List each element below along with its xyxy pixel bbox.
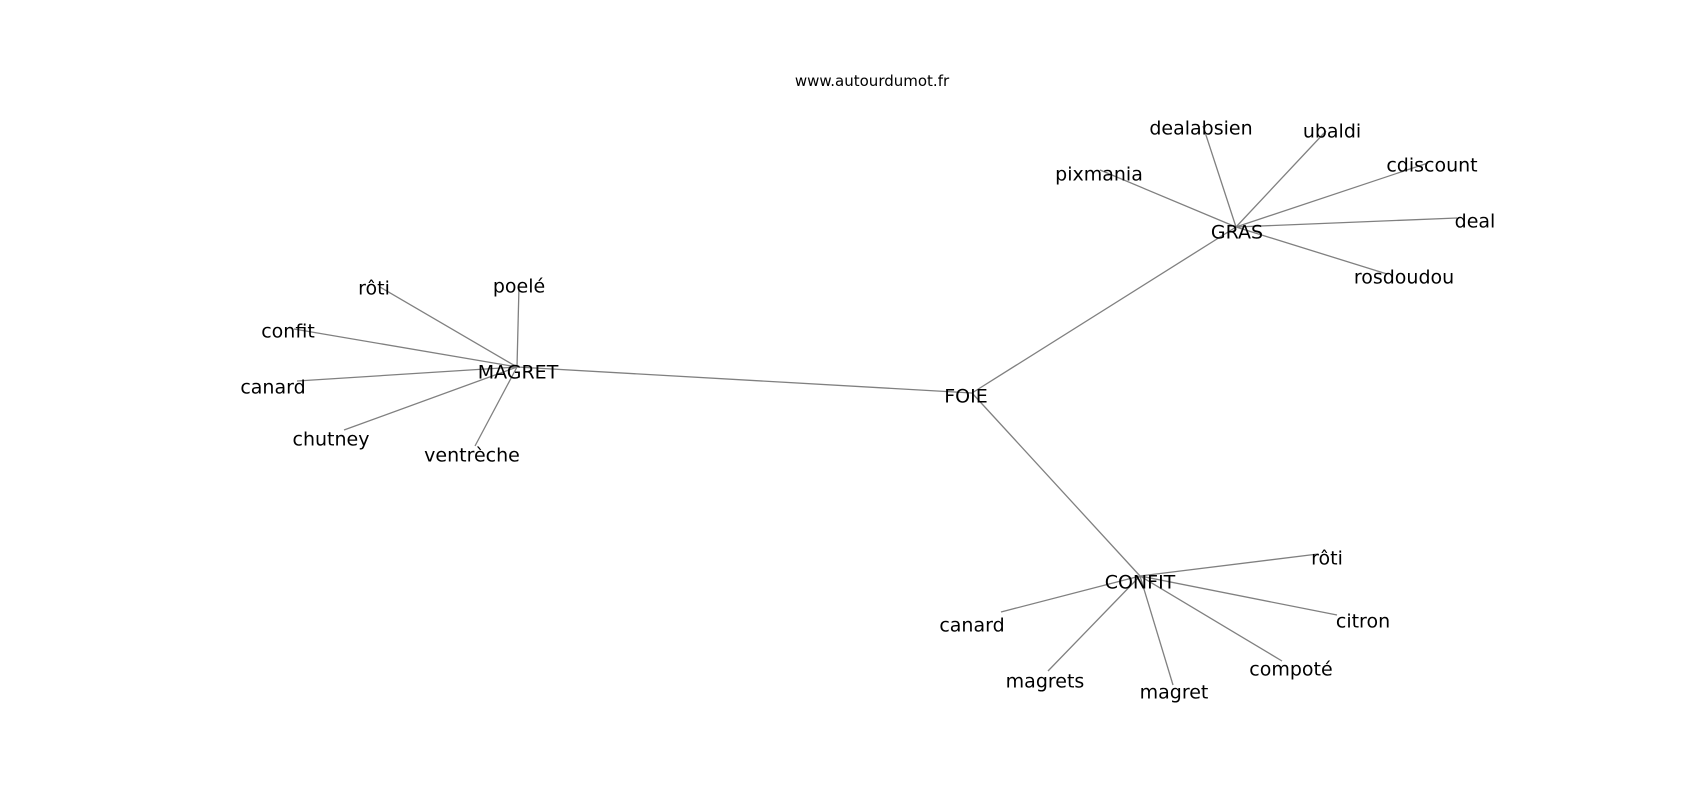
edge-magret-leaf-0: [379, 286, 518, 368]
edge-gras-leaf-0: [1202, 125, 1237, 228]
edge-magret-leaf-1: [516, 285, 520, 368]
edges-layer: [293, 125, 1458, 686]
edge-gras-leaf-1: [1235, 130, 1327, 228]
labels-layer: FOIE MAGRET rôti poelé confit canard chutney ve…: [240, 118, 1495, 704]
edge-foie-confit: [971, 392, 1141, 577]
node-magret-leaf-3: canard: [240, 377, 305, 399]
node-confit-leaf-0: rôti: [1311, 548, 1343, 570]
edge-magret-leaf-4: [343, 366, 518, 431]
edge-confit-leaf-0: [1139, 553, 1319, 577]
node-confit-leaf-4: magrets: [1006, 671, 1085, 693]
node-confit-leaf-5: magret: [1140, 682, 1209, 704]
node-confit-leaf-2: canard: [939, 615, 1004, 637]
node-gras: GRAS: [1211, 222, 1263, 244]
node-gras-leaf-4: deal: [1455, 211, 1496, 233]
node-magret: MAGRET: [478, 362, 559, 384]
edge-gras-leaf-5: [1235, 226, 1388, 275]
edge-confit-leaf-1: [1139, 575, 1338, 616]
node-gras-leaf-1: ubaldi: [1303, 121, 1361, 143]
node-gras-leaf-3: cdiscount: [1386, 155, 1477, 177]
node-confit: CONFIT: [1105, 572, 1176, 594]
edge-confit-leaf-5: [1139, 575, 1174, 686]
edge-gras-leaf-4: [1235, 217, 1458, 228]
node-magret-leaf-1: poelé: [493, 276, 545, 298]
edge-foie-magret: [516, 366, 973, 394]
edge-confit-leaf-2: [1000, 575, 1141, 613]
node-gras-leaf-5: rosdoudou: [1354, 267, 1454, 289]
edge-gras-leaf-2: [1099, 169, 1237, 228]
edge-gras-leaf-3: [1235, 162, 1429, 228]
edge-confit-leaf-4: [1047, 575, 1141, 672]
node-magret-leaf-5: ventrèche: [424, 445, 520, 467]
edge-magret-leaf-2: [293, 328, 518, 368]
node-magret-leaf-4: chutney: [293, 429, 370, 451]
site-credit: www.autourdumot.fr: [794, 72, 950, 90]
node-confit-leaf-1: citron: [1336, 611, 1390, 633]
edge-confit-leaf-3: [1139, 575, 1283, 662]
node-gras-leaf-0: dealabsien: [1149, 118, 1252, 140]
node-magret-leaf-2: confit: [261, 321, 315, 343]
node-confit-leaf-3: compoté: [1249, 659, 1332, 681]
edge-magret-leaf-5: [474, 366, 518, 447]
node-foie: FOIE: [944, 386, 988, 408]
node-magret-leaf-0: rôti: [358, 278, 390, 300]
edge-foie-gras: [971, 226, 1237, 394]
node-gras-leaf-2: pixmania: [1055, 164, 1143, 186]
edge-magret-leaf-3: [296, 366, 518, 382]
